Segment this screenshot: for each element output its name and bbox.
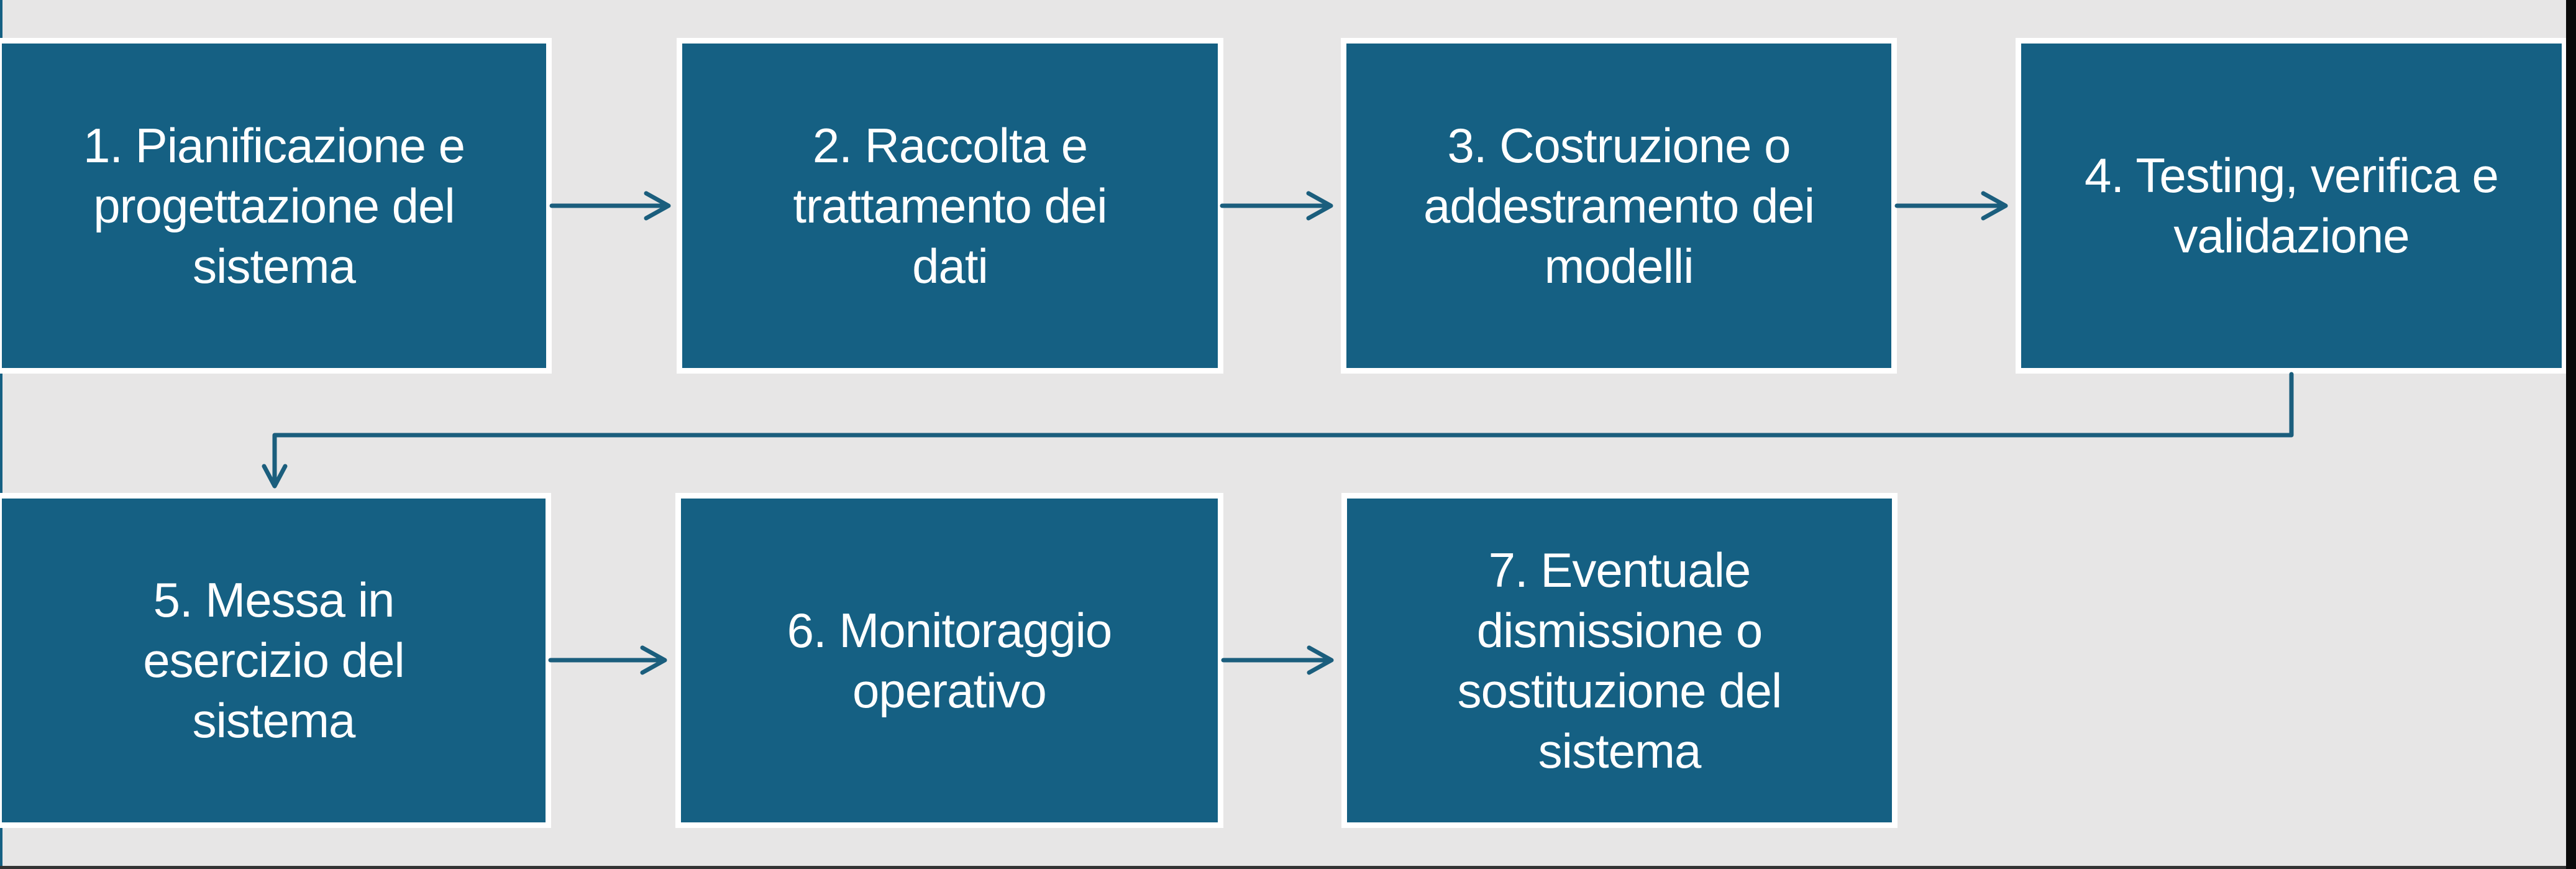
- left-edge-sliver: [0, 0, 2, 869]
- arrow-5-6: [548, 645, 667, 675]
- arrow-6-7: [1221, 645, 1334, 675]
- arrow-1-2: [549, 191, 671, 221]
- step-label-5: 5. Messa in esercizio del sistema: [143, 572, 405, 748]
- step-label-3: 3. Costruzione o addestramento dei model…: [1423, 117, 1815, 293]
- bottom-edge-strip: [0, 866, 2576, 869]
- step-label-4: 4. Testing, verifica e validazione: [2085, 148, 2499, 263]
- step-label-7: 7. Eventuale dismissione o sostituzione …: [1457, 542, 1783, 778]
- step-box-2: 2. Raccolta e trattamento dei dati: [677, 38, 1223, 374]
- arrow-2-3: [1220, 191, 1333, 221]
- step-label-1: 1. Pianificazione e progettazione del si…: [83, 117, 465, 293]
- step-box-4: 4. Testing, verifica e validazione: [2016, 38, 2567, 374]
- step-box-7: 7. Eventuale dismissione o sostituzione …: [1341, 493, 1898, 828]
- step-box-1: 1. Pianificazione e progettazione del si…: [0, 38, 552, 374]
- arrow-3-4: [1894, 191, 2008, 221]
- right-edge-bar: [2566, 0, 2576, 869]
- step-box-5: 5. Messa in esercizio del sistema: [0, 493, 551, 828]
- step-box-3: 3. Costruzione o addestramento dei model…: [1341, 38, 1897, 374]
- step-box-6: 6. Monitoraggio operativo: [675, 493, 1223, 828]
- step-label-6: 6. Monitoraggio operativo: [787, 602, 1113, 718]
- elbow-arrow-4-5: [262, 372, 2294, 489]
- step-label-2: 2. Raccolta e trattamento dei dati: [793, 117, 1107, 293]
